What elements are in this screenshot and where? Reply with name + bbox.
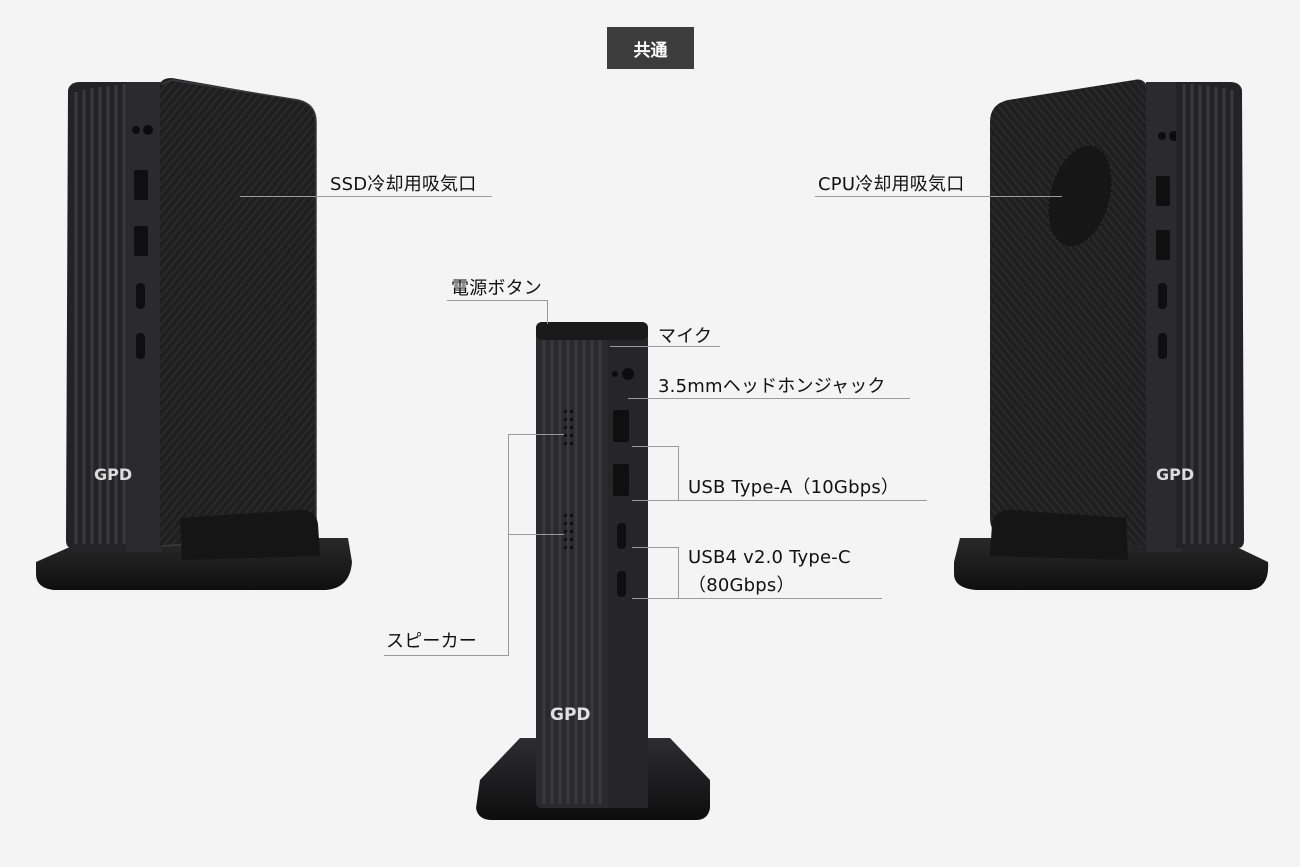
power-button-leader xyxy=(447,300,547,301)
stand-cradle xyxy=(180,510,320,560)
usb-a-label: USB Type-A（10Gbps） xyxy=(688,477,900,498)
ssd-intake-leader xyxy=(240,196,492,197)
top-vent xyxy=(536,322,648,340)
port-strip xyxy=(126,82,162,552)
common-badge: 共通 xyxy=(607,27,694,69)
speaker-leader xyxy=(384,655,508,656)
left-device: GPD xyxy=(36,78,352,590)
usb-c-port-1 xyxy=(617,523,626,549)
usb-a-leader xyxy=(632,500,927,501)
brand-logo-left: GPD xyxy=(94,465,132,484)
headphone-jack-label: 3.5mmヘッドホンジャック xyxy=(658,376,886,397)
mic-hole xyxy=(612,371,618,377)
power-button-label: 電源ボタン xyxy=(451,278,542,299)
headphone-port xyxy=(622,368,634,380)
usb-c-port-2 xyxy=(617,571,626,597)
headphone-jack-leader xyxy=(628,398,910,399)
right-device: GPD xyxy=(954,79,1269,590)
usb4-leader xyxy=(632,598,882,599)
mic-label: マイク xyxy=(658,326,713,347)
speaker-grille xyxy=(564,410,573,549)
cpu-intake-label: CPU冷却用吸気口 xyxy=(818,174,965,195)
ssd-intake-label: SSD冷却用吸気口 xyxy=(330,174,477,195)
side-panel xyxy=(990,79,1146,546)
port-strip xyxy=(608,340,648,808)
usb4-label-line2: （80Gbps） xyxy=(688,575,795,596)
mic-leader xyxy=(610,346,720,347)
brand-logo-right: GPD xyxy=(1156,465,1194,484)
usb-a-port-1 xyxy=(613,410,629,442)
speaker-label: スピーカー xyxy=(386,631,477,652)
cpu-intake-leader xyxy=(815,196,1062,197)
usb4-label-line1: USB4 v2.0 Type-C xyxy=(688,547,851,568)
side-panel xyxy=(160,78,316,546)
stand-cradle xyxy=(990,510,1128,560)
center-device: GPD xyxy=(476,322,710,820)
cpu-intake-grille xyxy=(1048,145,1112,247)
brand-logo-center: GPD xyxy=(550,705,591,725)
usb-a-port-2 xyxy=(613,464,629,496)
